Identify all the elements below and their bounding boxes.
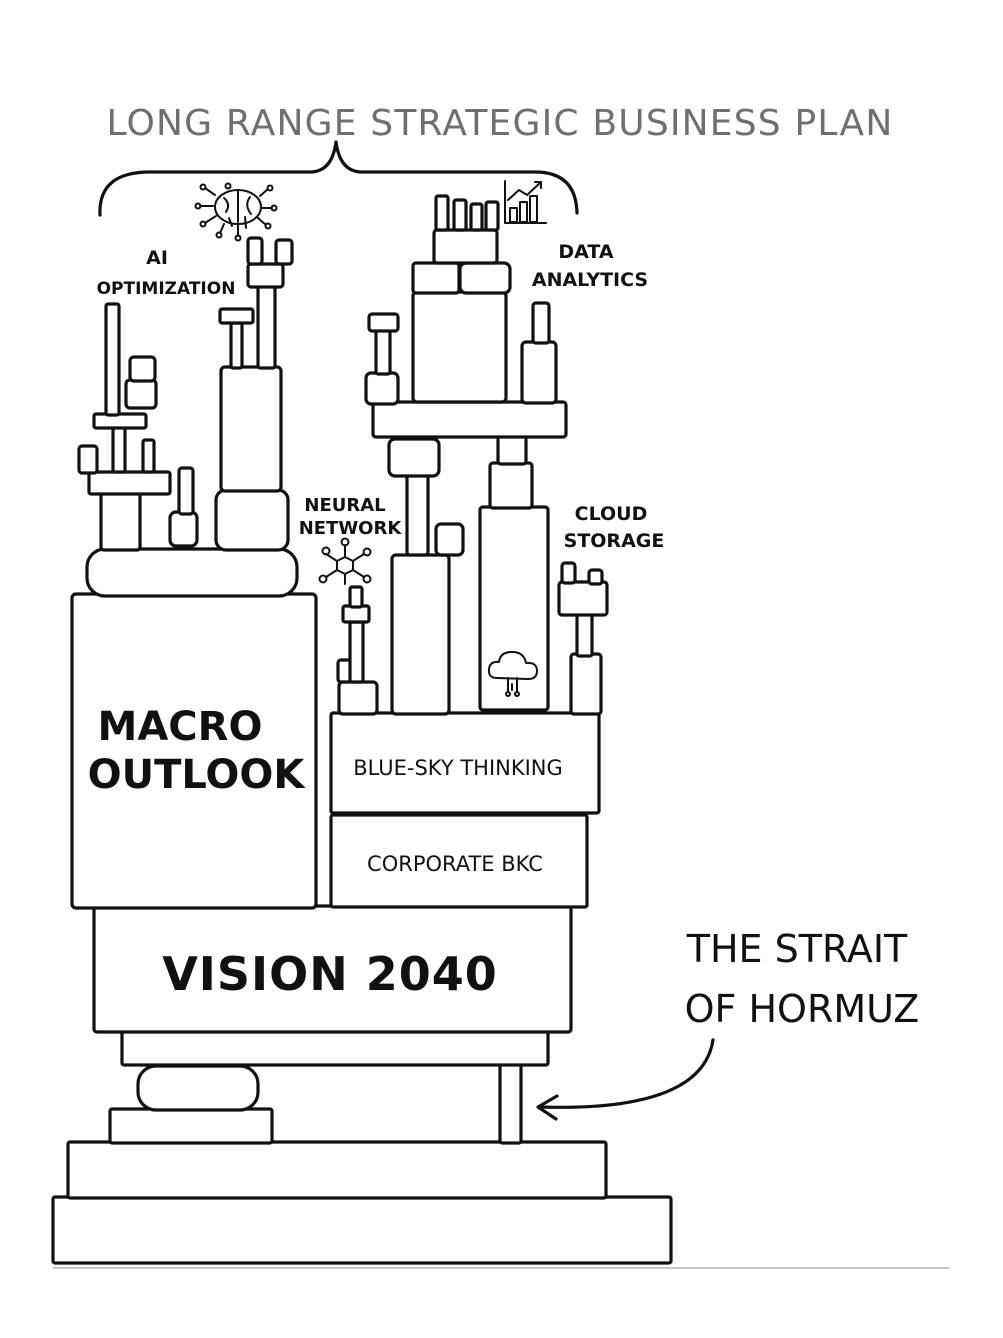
macro-cap-slab xyxy=(85,547,299,598)
blue-sky-label: BLUE-SKY THINKING xyxy=(353,756,563,780)
center-column xyxy=(390,553,451,716)
ai-tower-column xyxy=(219,365,283,493)
left-short-post xyxy=(177,466,195,516)
center-head xyxy=(387,437,441,478)
ai-tower-tall-rod xyxy=(256,284,277,370)
foundation-slab xyxy=(51,1195,673,1265)
cloud-label-line2: STORAGE xyxy=(564,530,665,552)
data-label-line2: ANALYTICS xyxy=(532,269,648,291)
strait-pillar xyxy=(498,1061,523,1145)
ai-tower-ear-left xyxy=(246,236,264,266)
ai-tower-t-cap xyxy=(218,307,255,325)
left-tall-rod xyxy=(104,302,121,417)
center-side-cube xyxy=(434,522,465,557)
cloud-column-cap xyxy=(488,461,534,510)
neural-label-line1: NEURAL xyxy=(304,495,385,516)
cloud-column xyxy=(478,505,550,712)
left-tower-base xyxy=(99,491,142,552)
left-post-small xyxy=(141,438,156,474)
blue-sky-block xyxy=(329,711,601,815)
annotation-line1: THE STRAIT xyxy=(686,927,908,971)
data-top-block xyxy=(432,228,499,265)
left-crossbar xyxy=(92,412,148,430)
pedestal-base xyxy=(108,1107,274,1145)
corporate-label: CORPORATE BKC xyxy=(367,852,543,876)
center-rod xyxy=(405,473,430,557)
left-short-post-base xyxy=(168,510,199,548)
title-brace xyxy=(98,140,579,217)
storage-base xyxy=(569,652,603,716)
data-left-rod xyxy=(374,328,392,376)
macro-label-line1: MACRO xyxy=(98,704,263,750)
cloud-label-line1: CLOUD xyxy=(575,503,648,525)
data-pin-2 xyxy=(452,198,468,232)
arrow-icon xyxy=(536,1038,715,1121)
data-platform xyxy=(371,400,568,439)
vision-underbeam xyxy=(120,1028,550,1067)
ai-tower-base xyxy=(214,488,290,552)
ai-tower-head xyxy=(246,262,285,289)
data-block-right xyxy=(458,261,512,295)
data-right-rod xyxy=(531,301,551,345)
ai-label-line1: AI xyxy=(146,247,168,269)
left-knob xyxy=(77,444,99,475)
data-block-left xyxy=(411,261,461,295)
neural-rod xyxy=(348,620,365,684)
left-tower-beam xyxy=(87,470,172,496)
pedestal-cushion xyxy=(136,1064,260,1112)
storage-head xyxy=(557,580,609,617)
bar-chart-icon xyxy=(504,180,547,224)
data-left-cube xyxy=(364,371,400,406)
data-right-block xyxy=(520,340,558,405)
macro-outlook-block xyxy=(70,592,318,910)
data-pin-1 xyxy=(434,194,450,232)
storage-ear-left xyxy=(560,561,577,585)
left-cube-lower xyxy=(124,378,158,410)
vision-2040-label: VISION 2040 xyxy=(162,947,498,1001)
data-pin-3 xyxy=(469,202,484,232)
annotation-line2: OF HORMUZ xyxy=(685,987,920,1031)
storage-rod xyxy=(575,612,594,658)
left-rod-lower xyxy=(111,424,127,474)
left-cube-upper xyxy=(128,355,157,383)
neural-base xyxy=(337,680,379,716)
cloud-icon xyxy=(487,651,538,697)
storage-ear-right xyxy=(587,568,604,586)
foundation-step xyxy=(66,1140,608,1200)
neural-tip xyxy=(348,585,364,609)
macro-label-line2: OUTLOOK xyxy=(88,752,307,798)
data-pin-4 xyxy=(484,200,500,232)
data-left-cap xyxy=(367,312,400,333)
ai-tower-ear-right xyxy=(274,238,294,266)
data-label-line1: DATA xyxy=(558,241,613,263)
data-main-block xyxy=(411,290,508,404)
ai-label-line2: OPTIMIZATION xyxy=(97,279,236,299)
neural-label-line2: NETWORK xyxy=(299,518,403,539)
network-icon xyxy=(318,537,372,585)
ai-tower-rod xyxy=(229,321,244,370)
diagram-title: LONG RANGE STRATEGIC BUSINESS PLAN xyxy=(107,103,894,144)
brain-icon xyxy=(194,182,278,242)
corporate-block xyxy=(329,813,589,909)
